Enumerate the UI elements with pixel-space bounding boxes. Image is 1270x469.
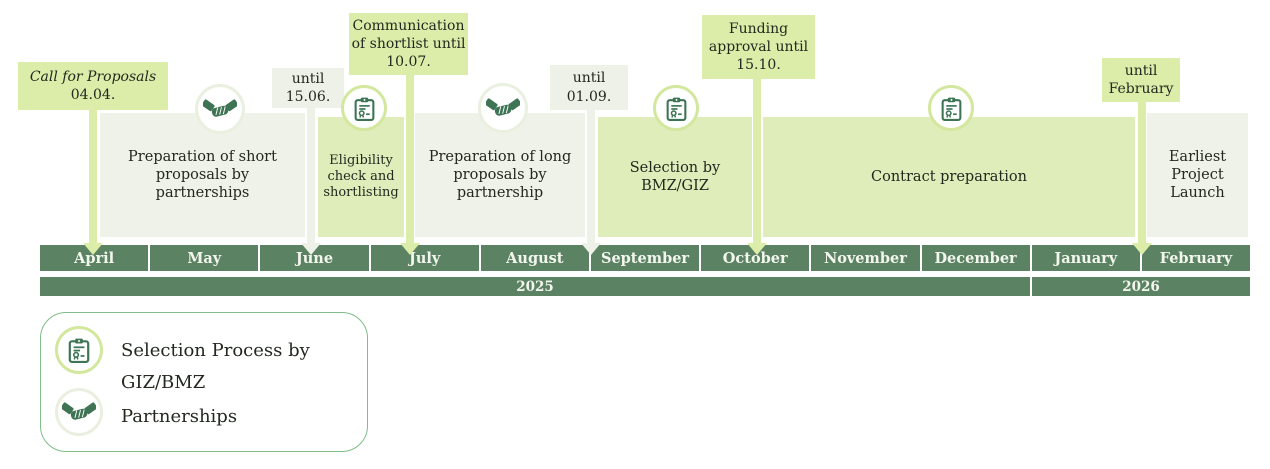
phase-label: Eligibility check and shortlisting: [323, 152, 399, 201]
month-may: May: [150, 245, 259, 271]
callout-title: Call for Proposals: [29, 68, 157, 85]
callout-text: until February: [1108, 62, 1174, 97]
month-november: November: [811, 245, 920, 271]
phase-eligibility-check: Eligibility check and shortlisting: [318, 117, 404, 237]
handshake-icon: [195, 84, 245, 134]
down-arrow-icon: [747, 243, 767, 255]
legend: Selection Process by GIZ/BMZ Partnership…: [40, 312, 368, 452]
callout-funding-approval: Funding approval until 15.10.: [702, 15, 815, 79]
month-august: August: [480, 245, 589, 271]
phase-short-proposals: Preparation of short proposals by partne…: [100, 113, 305, 237]
callout-until-15-06: until 15.06.: [272, 68, 344, 108]
callout-stem: [753, 77, 761, 245]
callout-date: 04.04.: [70, 87, 116, 103]
callout-stem: [587, 108, 595, 245]
down-arrow-icon: [400, 243, 420, 255]
phase-earliest-project-launch: Earliest Project Launch: [1147, 113, 1248, 237]
month-january: January: [1031, 245, 1140, 271]
month-july: July: [370, 245, 479, 271]
phase-label: Preparation of long proposals by partner…: [428, 148, 572, 202]
phase-contract-preparation: Contract preparation: [763, 117, 1135, 237]
year-2025: 2025: [40, 277, 1030, 296]
phase-label: Preparation of short proposals by partne…: [128, 148, 277, 202]
handshake-icon: [478, 83, 528, 133]
callout-stem: [406, 73, 414, 245]
clipboard-icon: [55, 326, 103, 374]
callout-until-february: until February: [1102, 58, 1180, 102]
clipboard-icon: [928, 85, 974, 131]
month-february: February: [1141, 245, 1251, 271]
callout-stem: [1138, 100, 1146, 245]
clipboard-icon: [653, 85, 699, 131]
callout-until-01-09: until 01.09.: [550, 65, 628, 110]
down-arrow-icon: [1132, 243, 1152, 255]
callout-stem: [307, 106, 315, 245]
handshake-icon: [55, 388, 103, 436]
callout-text: until 15.06.: [285, 70, 331, 105]
phase-label: Contract preparation: [871, 168, 1027, 185]
year-2026: 2026: [1032, 277, 1250, 296]
down-arrow-icon: [301, 243, 321, 255]
phase-label: Selection by BMZ/GIZ: [629, 159, 721, 194]
legend-label-partnerships: Partnerships: [121, 406, 238, 427]
callout-stem: [89, 108, 97, 245]
phase-label: Earliest Project Launch: [1168, 148, 1227, 202]
callout-text: until 01.09.: [566, 70, 612, 105]
phase-selection: Selection by BMZ/GIZ: [598, 117, 752, 237]
month-december: December: [921, 245, 1030, 271]
clipboard-icon: [341, 85, 387, 131]
legend-label-selection-process: Selection Process by GIZ/BMZ: [121, 340, 310, 393]
callout-communication-of-shortlist: Communication of shortlist until 10.07.: [349, 13, 468, 75]
callout-text: Funding approval until 15.10.: [708, 20, 809, 74]
down-arrow-icon: [581, 243, 601, 255]
callout-text: Communication of shortlist until 10.07.: [351, 17, 466, 71]
month-october: October: [701, 245, 810, 271]
callout-call-for-proposals: Call for Proposals 04.04.: [18, 62, 168, 110]
month-september: September: [590, 245, 700, 271]
month-bar: April May June July August September Oct…: [40, 245, 1251, 271]
down-arrow-icon: [83, 243, 103, 255]
phase-long-proposals: Preparation of long proposals by partner…: [415, 113, 585, 237]
